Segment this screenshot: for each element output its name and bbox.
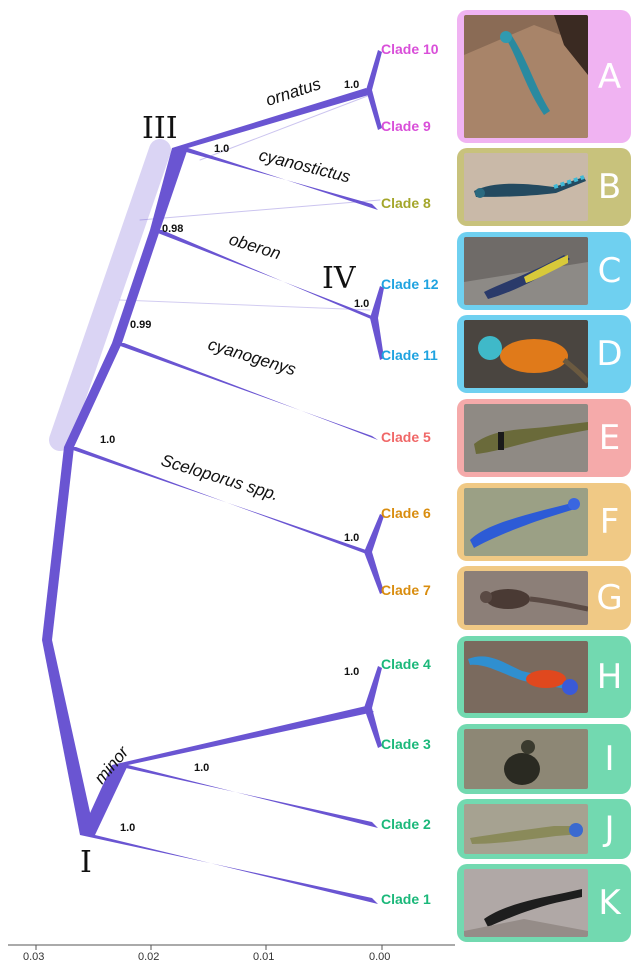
panel-G-letter: G — [588, 566, 631, 630]
panel-I: I — [457, 724, 631, 794]
support-clade-6-7: 1.0 — [344, 532, 359, 544]
support-clade-11-12: 1.0 — [354, 298, 369, 310]
panel-B: B — [457, 148, 631, 226]
support-clade-1: 1.0 — [120, 822, 135, 834]
panel-E-photo — [464, 404, 588, 472]
panel-E: E — [457, 399, 631, 477]
clade-label-2: Clade 2 — [381, 816, 431, 832]
clade-label-10: Clade 10 — [381, 41, 439, 57]
branch-to-3-4 — [112, 706, 374, 765]
panel-J-letter: J — [588, 799, 631, 859]
clade-label-6: Clade 6 — [381, 505, 431, 521]
clade-label-4: Clade 4 — [381, 656, 431, 672]
panel-I-photo — [464, 729, 588, 789]
panel-J: J — [457, 799, 631, 859]
branch-sceloporus — [64, 447, 372, 556]
panel-F-letter: F — [588, 483, 631, 561]
axis-tick-label-2: 0.01 — [253, 951, 274, 961]
lineage-cyanogenys: cyanogenys — [206, 335, 299, 380]
branch-clade-9 — [366, 90, 382, 130]
branch-root-upper — [42, 447, 74, 640]
axis-tick-label-3: 0.00 — [369, 951, 390, 961]
lineage-sceloporus: Sceloporus spp. — [159, 451, 281, 505]
group-label-IV: IV — [322, 261, 357, 296]
clade-label-9: Clade 9 — [381, 118, 431, 134]
clade-label-11: Clade 11 — [381, 347, 438, 363]
branch-root-lower — [42, 640, 95, 835]
panel-A: A — [457, 10, 631, 143]
panel-H: H — [457, 636, 631, 718]
clade-label-8: Clade 8 — [381, 195, 431, 211]
panel-D: D — [457, 315, 631, 393]
panel-B-letter: B — [588, 148, 631, 226]
axis-tick-label-0: 0.03 — [23, 951, 44, 961]
clade-label-3: Clade 3 — [381, 736, 431, 752]
group-label-III: III — [142, 111, 178, 146]
panel-K-letter: K — [588, 864, 631, 942]
panel-F: F — [457, 483, 631, 561]
branch-clade-10 — [366, 50, 382, 90]
support-cyanogenys: 0.99 — [130, 319, 151, 331]
support-clade-2: 1.0 — [194, 762, 209, 774]
panel-A-letter: A — [588, 10, 631, 143]
lineage-oberon: oberon — [227, 230, 283, 264]
panel-J-photo — [464, 804, 588, 854]
support-oberon: 0.98 — [162, 223, 183, 235]
panel-B-photo — [464, 153, 588, 221]
panel-K: K — [457, 864, 631, 942]
support-clade-9-10: 1.0 — [344, 79, 359, 91]
branch-clade-4 — [364, 666, 382, 708]
axis-ticks — [36, 945, 382, 950]
branch-haze-1 — [60, 150, 160, 440]
panel-D-photo — [464, 320, 588, 388]
clade-label-12: Clade 12 — [381, 276, 439, 292]
axis-tick-label-1: 0.02 — [138, 951, 159, 961]
panel-C-letter: C — [588, 232, 631, 310]
lineage-cyanostictus: cyanostictus — [257, 145, 353, 186]
panel-E-letter: E — [588, 399, 631, 477]
panel-I-letter: I — [588, 724, 631, 794]
panel-G-photo — [464, 571, 588, 625]
clade-label-7: Clade 7 — [381, 582, 431, 598]
panel-G: G — [457, 566, 631, 630]
clade-label-1: Clade 1 — [381, 891, 431, 907]
panel-K-photo — [464, 869, 588, 937]
panel-C-photo — [464, 237, 588, 305]
panel-C: C — [457, 232, 631, 310]
support-clade-3-4: 1.0 — [344, 666, 359, 678]
panel-F-photo — [464, 488, 588, 556]
branch-clade-3 — [364, 708, 382, 748]
support-sceloporus: 1.0 — [100, 434, 115, 446]
branch-clade-1 — [80, 835, 378, 904]
panel-H-letter: H — [588, 636, 631, 718]
branch-haze-3 — [140, 200, 380, 220]
panel-D-letter: D — [588, 315, 631, 393]
clade-label-5: Clade 5 — [381, 429, 431, 445]
panel-A-photo — [464, 15, 588, 138]
support-cyanostictus: 1.0 — [214, 143, 229, 155]
branch-clade-2 — [112, 765, 378, 828]
group-label-I: I — [80, 845, 92, 880]
panel-H-photo — [464, 641, 588, 713]
